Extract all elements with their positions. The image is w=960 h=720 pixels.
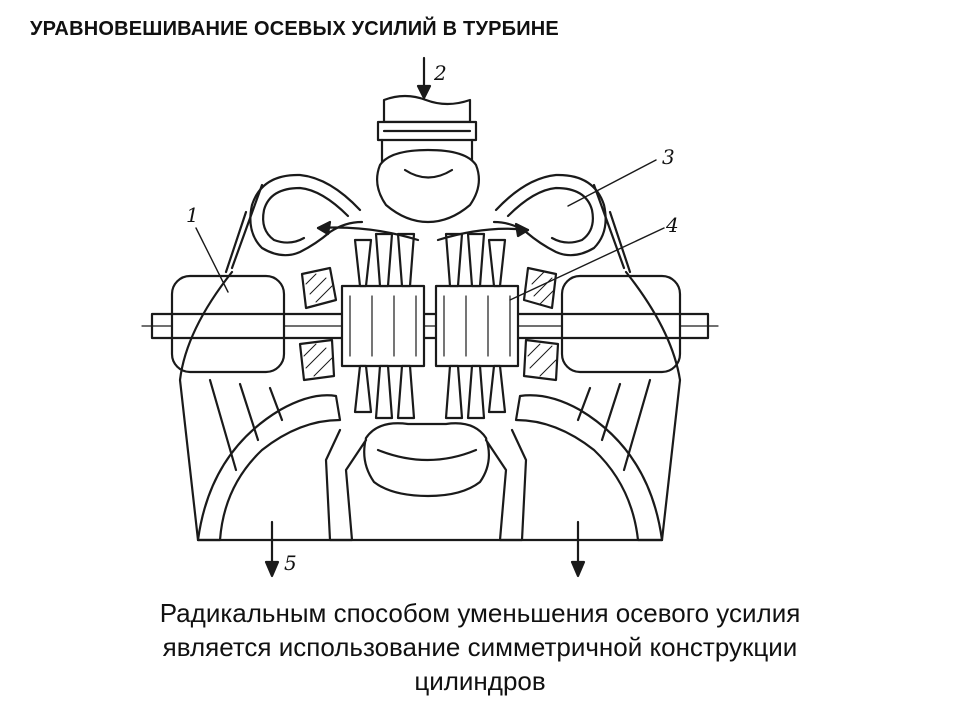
caption-line-1: Радикальным способом уменьшения осевого … (159, 598, 801, 628)
slide-title: УРАВНОВЕШИВАНИЕ ОСЕВЫХ УСИЛИЙ В ТУРБИНЕ (30, 18, 559, 40)
left-bearing (170, 274, 286, 374)
outer-casing-left (224, 183, 264, 274)
leader-lines (195, 159, 665, 301)
right-scroll-casing (492, 173, 607, 257)
left-scroll-casing (249, 173, 364, 257)
seal-hatching (303, 271, 557, 377)
lower-casing-right (484, 428, 528, 542)
lower-casing-left (324, 428, 368, 542)
callout-3: 3 (662, 145, 675, 169)
left-rotor-blades (340, 232, 426, 420)
callout-5: 5 (284, 551, 297, 575)
right-bearing (560, 274, 682, 374)
lower-outer-left (196, 394, 342, 542)
slide-caption: Радикальным способом уменьшения осевого … (40, 596, 920, 698)
callout-1: 1 (186, 203, 199, 227)
steam-inlet-pipe (376, 94, 478, 170)
inlet-chamber (375, 148, 481, 224)
caption-line-3: цилиндров (414, 666, 546, 696)
shaft-seals (298, 266, 560, 382)
exhaust-arrows (264, 520, 586, 578)
right-rotor-blades (434, 232, 520, 420)
inlet-arrow (416, 56, 432, 100)
caption-line-2: является использование симметричной конс… (162, 632, 798, 662)
callout-2: 2 (433, 61, 447, 85)
outer-casing-right (592, 183, 632, 274)
steam-flow-arrows (316, 220, 530, 242)
lower-outer-right (514, 394, 664, 542)
callout-4: 4 (665, 213, 679, 237)
